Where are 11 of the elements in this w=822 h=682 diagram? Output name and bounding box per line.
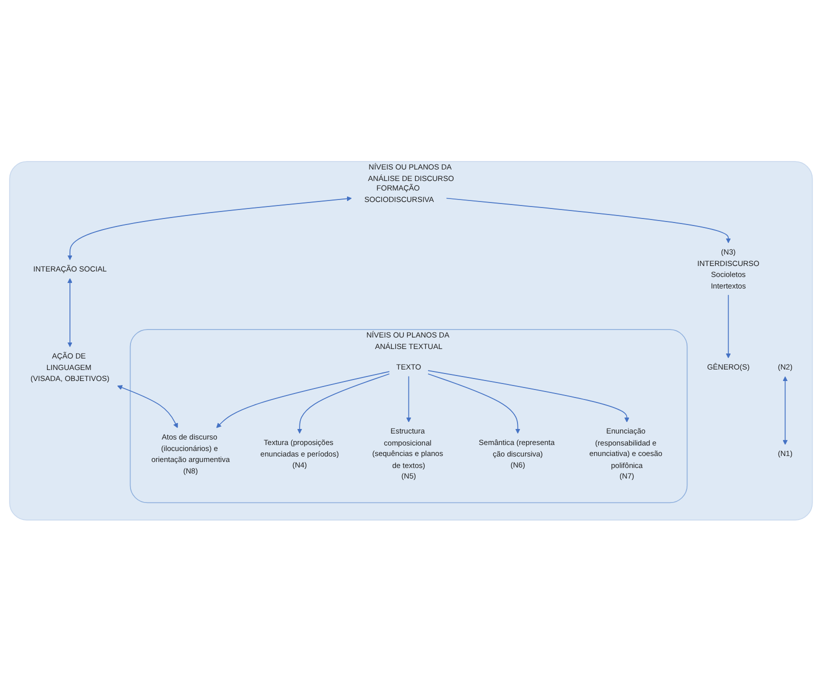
arrow [428,374,520,434]
arrow [117,385,178,428]
arrow [428,370,630,423]
arrow [216,371,390,428]
arrow [446,198,731,244]
arrow [297,374,390,434]
arrow [67,278,72,348]
arrow [67,196,352,260]
arrow [726,294,731,359]
arrow [782,376,788,446]
arrow [406,376,412,423]
